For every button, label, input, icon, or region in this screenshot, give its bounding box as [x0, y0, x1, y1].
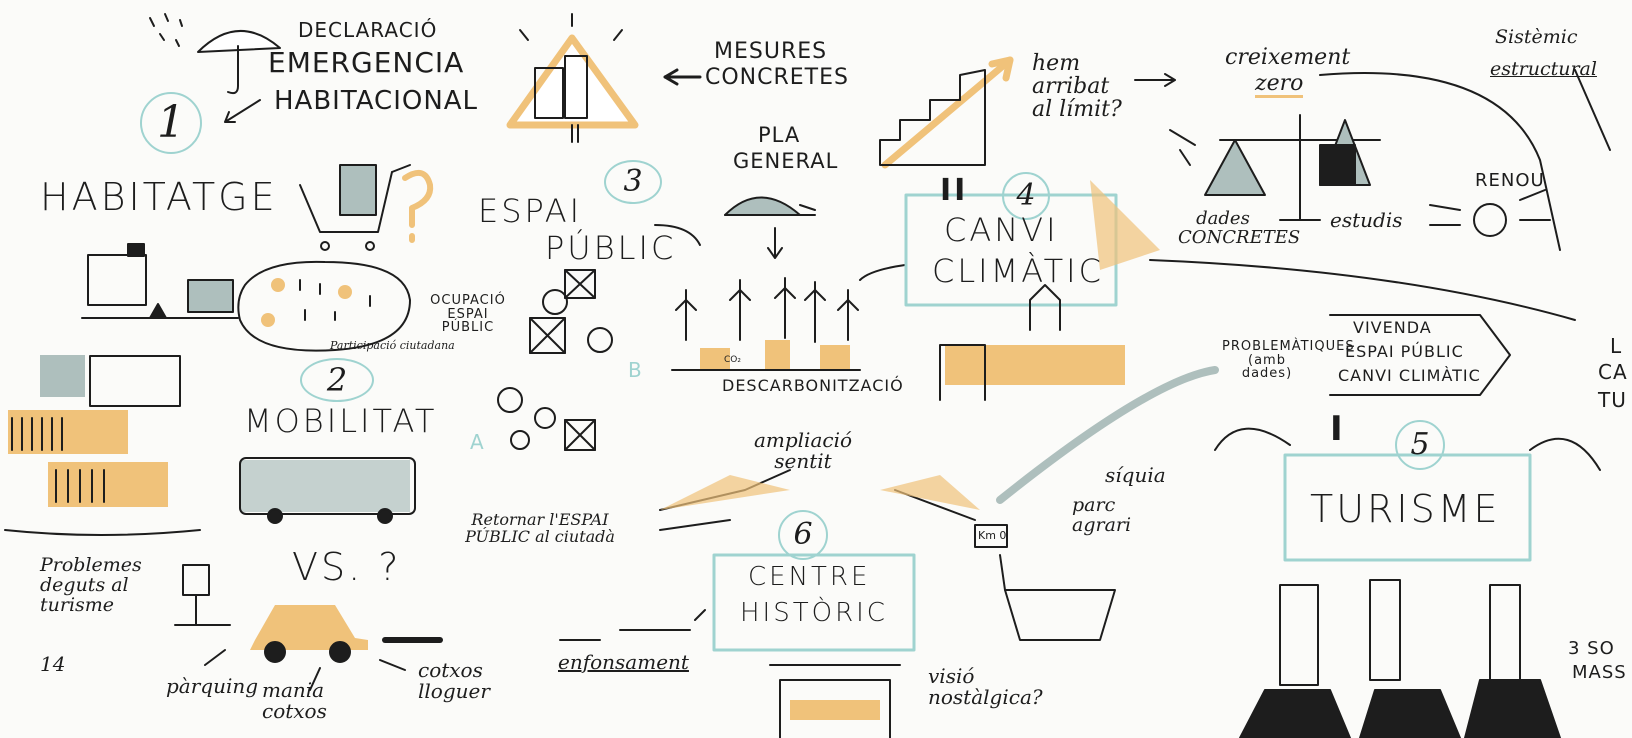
- problems-line-2: ESPAI PÚBLIC: [1345, 342, 1464, 361]
- parking-sign-icon: [174, 564, 231, 626]
- topic-number-4: 4: [1002, 172, 1050, 220]
- decarbon-label: DESCARBONITZACIÓ: [722, 376, 904, 395]
- climate-title-1: CANVI: [944, 211, 1059, 249]
- systemic-line-1: Sistèmic: [1495, 26, 1578, 48]
- measures-line-2: CONCRETES: [705, 65, 849, 90]
- edge-text-4: 3 SO: [1568, 638, 1615, 659]
- angry-face-icon: [1429, 189, 1551, 237]
- bus-icon: [239, 457, 416, 524]
- tourism-problems: Problemes deguts al turisme: [40, 554, 142, 616]
- growth-line-2: zero: [1255, 72, 1304, 99]
- edge-text-2: CA: [1598, 360, 1628, 384]
- edge-text-3: TU: [1598, 388, 1627, 412]
- public-space-map: [497, 269, 613, 451]
- km0-label: Km 0: [978, 529, 1007, 542]
- ditch-label: síquia: [1105, 463, 1166, 487]
- umbrella-icon: [149, 13, 281, 95]
- growth-line-1: creixement: [1225, 45, 1351, 70]
- agri-park-label: parc agrari: [1072, 494, 1132, 536]
- car-icon: [250, 605, 443, 663]
- occupation-label: OCUPACIÓ ESPAI PÚBLIC: [430, 293, 506, 336]
- building-icon: [81, 243, 239, 319]
- skyline-icon: [879, 56, 1014, 169]
- tourism-title: TURISME: [1310, 487, 1501, 531]
- arrow-icon: [859, 264, 906, 281]
- tourism-roman: I: [1330, 409, 1346, 449]
- data-label: dades CONCRETES: [1178, 208, 1301, 248]
- sinking-label: enfonsament: [558, 650, 689, 674]
- mobility-title: MOBILITAT: [244, 402, 438, 440]
- vs-label: VS. ?: [292, 545, 402, 589]
- climate-title-2: CLIMÀTIC: [932, 252, 1104, 290]
- co2-label: CO₂: [724, 355, 741, 365]
- public-space-title-2: PÚBLIC: [545, 229, 677, 267]
- column-capital-icon: [769, 664, 901, 738]
- factory-chimney-icon: [1239, 579, 1561, 738]
- problems-label: PROBLEMÀTIQUES (amb dades): [1222, 339, 1355, 382]
- topic-number-2: 2: [300, 358, 374, 402]
- historic-title-1: CENTRE: [748, 562, 871, 592]
- edge-text-1: L: [1610, 334, 1623, 358]
- basket-icon: [974, 524, 1116, 641]
- tourism-problems-number: 14: [40, 652, 66, 676]
- problems-line-1: VIVENDA: [1353, 318, 1432, 337]
- arrow-icon: [1149, 259, 1576, 321]
- map-label-a: A: [470, 430, 485, 454]
- car-mania-label: mania cotxos: [262, 678, 327, 723]
- widen-label: ampliació sentit: [753, 428, 853, 473]
- return-public-space: Retornar l'ESPAI PÚBLIC al ciutadà: [465, 510, 615, 546]
- studies-label: estudis: [1330, 208, 1403, 232]
- emergency-line-1: DECLARACIÓ: [298, 18, 438, 42]
- topic-number-1: 1: [140, 92, 202, 154]
- participation-cloud: [237, 260, 411, 352]
- emergency-line-2: EMERGENCIA: [268, 46, 465, 79]
- public-space-title-1: ESPAI: [478, 192, 583, 230]
- arrow-icon: [1134, 73, 1176, 87]
- arrow-icon: [654, 224, 701, 246]
- measures-line-1: MESURES: [714, 39, 828, 64]
- question-mark-icon: [402, 169, 434, 243]
- plan-line-2: GENERAL: [733, 149, 839, 173]
- topic-number-6: 6: [778, 510, 828, 560]
- historic-title-2: HISTÒRIC: [740, 598, 888, 628]
- balance-scale-icon: [1204, 114, 1381, 221]
- plan-line-1: PLA: [758, 123, 801, 147]
- warning-building-icon: [506, 13, 639, 143]
- arrow-icon: [224, 99, 261, 123]
- edge-text-5: MASS: [1572, 662, 1627, 683]
- participation-label: Participació ciutadana: [330, 339, 455, 352]
- topic-number-3: 3: [604, 160, 662, 204]
- emergency-line-3: HABITACIONAL: [274, 86, 479, 116]
- arrow-icon: [663, 68, 702, 86]
- problems-line-3: CANVI CLIMÀTIC: [1338, 366, 1481, 385]
- noise-label: RENOU: [1475, 170, 1545, 191]
- limit-reached: hem arribat al límit?: [1032, 51, 1122, 123]
- systemic-line-2: estructural: [1490, 58, 1597, 80]
- arrow-icon: [767, 227, 783, 259]
- turtle-icon: [724, 196, 816, 216]
- climate-roman: II: [940, 173, 969, 208]
- shopping-cart-icon: [299, 164, 411, 251]
- rental-cars-label: cotxos lloguer: [418, 658, 490, 703]
- nostalgic-label: visió nostàlgica?: [928, 664, 1043, 709]
- map-label-b: B: [628, 358, 643, 382]
- tree-icon: [675, 277, 859, 343]
- topic-number-5: 5: [1395, 420, 1445, 470]
- housing-title: HABITATGE: [40, 175, 278, 219]
- parking-label: pàrquing: [166, 674, 259, 698]
